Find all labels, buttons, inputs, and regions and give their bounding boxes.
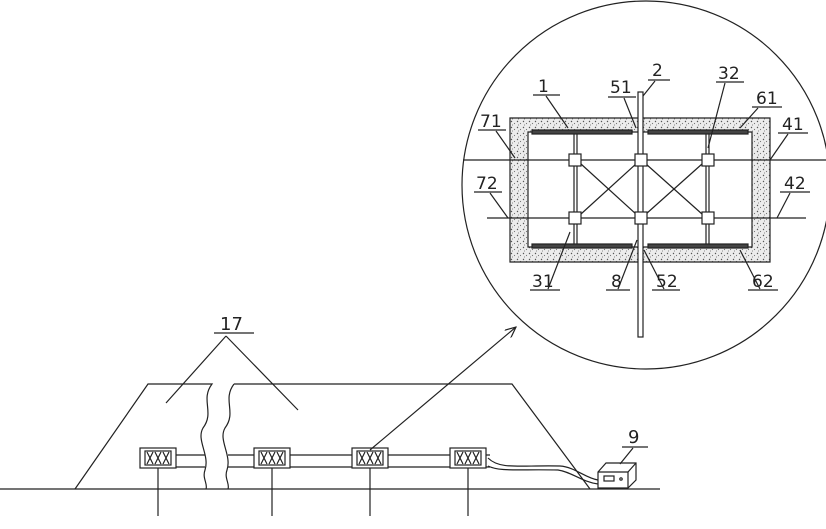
label-51: 51 bbox=[610, 78, 632, 98]
label-1: 1 bbox=[538, 77, 549, 97]
label-52: 52 bbox=[656, 272, 678, 292]
embankment-left-section bbox=[75, 384, 212, 489]
clamp bbox=[635, 154, 647, 166]
pad-top-right bbox=[648, 130, 748, 134]
label-17: 17 bbox=[220, 314, 243, 335]
clamp bbox=[569, 154, 581, 166]
label-2: 2 bbox=[652, 61, 663, 81]
label-71: 71 bbox=[480, 112, 502, 132]
label-41: 41 bbox=[782, 115, 804, 135]
detail-view bbox=[462, 1, 826, 369]
label-61: 61 bbox=[756, 89, 778, 109]
sensor-unit bbox=[450, 448, 486, 516]
pad-bottom-left bbox=[532, 244, 632, 248]
pad-bottom-right bbox=[648, 244, 748, 248]
label-9: 9 bbox=[628, 427, 639, 448]
embankment-view bbox=[0, 327, 660, 516]
clamp bbox=[635, 212, 647, 224]
clamp bbox=[702, 154, 714, 166]
measuring-instrument bbox=[598, 463, 636, 488]
sensor-unit bbox=[140, 448, 176, 516]
cable-to-instrument-2 bbox=[488, 466, 598, 484]
label-62: 62 bbox=[752, 272, 774, 292]
label-31: 31 bbox=[532, 272, 554, 292]
clamp bbox=[702, 212, 714, 224]
sensor-unit bbox=[254, 448, 290, 516]
embankment-right-section bbox=[223, 384, 590, 489]
label-42: 42 bbox=[784, 174, 806, 194]
sensor-unit bbox=[352, 448, 388, 516]
label-72: 72 bbox=[476, 174, 498, 194]
leader-17-right bbox=[226, 336, 298, 410]
label-32: 32 bbox=[718, 64, 740, 84]
leader-9 bbox=[620, 448, 633, 464]
pad-top-left bbox=[532, 130, 632, 134]
clamp bbox=[569, 212, 581, 224]
detail-arrow bbox=[370, 327, 516, 450]
label-8: 8 bbox=[611, 272, 622, 292]
leader-17-left bbox=[166, 336, 226, 403]
